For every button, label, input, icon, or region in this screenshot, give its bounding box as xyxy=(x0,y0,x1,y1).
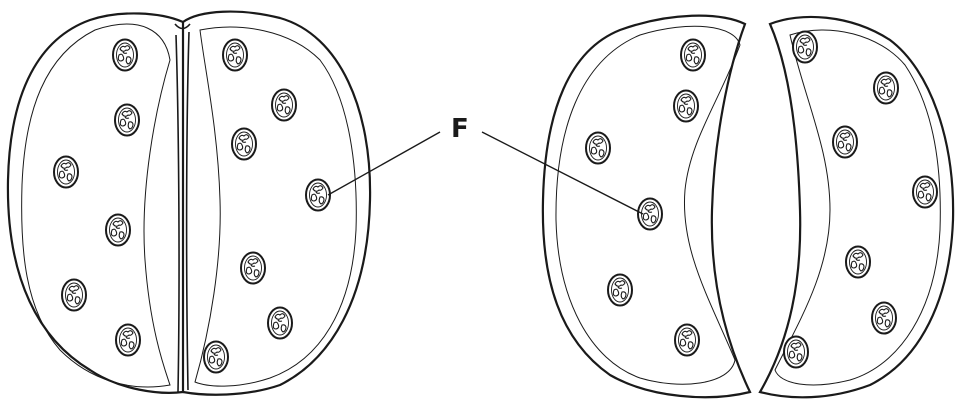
callout-line-right xyxy=(481,131,644,215)
open-stoma-left-guard-cell xyxy=(541,14,752,399)
chloroplast xyxy=(873,71,899,105)
open-right-chloroplasts xyxy=(783,30,938,369)
closed-stoma-left-guard-cell xyxy=(6,12,185,394)
chloroplast xyxy=(112,38,138,72)
chloroplast xyxy=(203,340,229,374)
closed-stoma-pore-wall xyxy=(185,31,190,391)
chloroplast xyxy=(607,273,633,307)
closed-stoma-right-guard-cell xyxy=(182,10,372,396)
chloroplast xyxy=(240,251,266,285)
callout-line-left xyxy=(327,131,441,196)
open-stoma-right-inner-wall xyxy=(774,29,941,386)
callout-label: F xyxy=(451,114,469,144)
open-stoma-left-inner-wall xyxy=(555,25,741,385)
chloroplast xyxy=(673,89,699,123)
chloroplast xyxy=(783,335,809,369)
closed-stoma-notch xyxy=(174,23,191,30)
chloroplast xyxy=(912,175,938,209)
chloroplast xyxy=(845,245,871,279)
chloroplast xyxy=(231,127,257,161)
chloroplast xyxy=(105,213,131,247)
chloroplast xyxy=(114,103,140,137)
open-stoma xyxy=(541,14,955,399)
chloroplast xyxy=(792,30,818,64)
closed-stoma-left-inner-wall xyxy=(21,23,171,388)
chloroplast xyxy=(53,155,79,189)
closed-stoma-pore xyxy=(175,34,180,393)
closed-left-chloroplasts xyxy=(53,38,141,357)
chloroplast xyxy=(305,178,331,212)
closed-right-chloroplasts xyxy=(203,38,331,374)
chloroplast xyxy=(267,306,293,340)
chloroplast xyxy=(871,301,897,335)
chloroplast xyxy=(680,38,706,72)
closed-stoma-right-inner-wall xyxy=(194,26,357,387)
open-left-chloroplasts xyxy=(585,38,706,357)
closed-stoma xyxy=(6,10,372,396)
chloroplast xyxy=(222,38,248,72)
chloroplast xyxy=(61,278,87,312)
chloroplast xyxy=(271,88,297,122)
chloroplast xyxy=(832,125,858,159)
chloroplast xyxy=(115,323,141,357)
open-stoma-right-guard-cell xyxy=(758,15,955,399)
chloroplast xyxy=(585,131,611,165)
chloroplast xyxy=(674,323,700,357)
